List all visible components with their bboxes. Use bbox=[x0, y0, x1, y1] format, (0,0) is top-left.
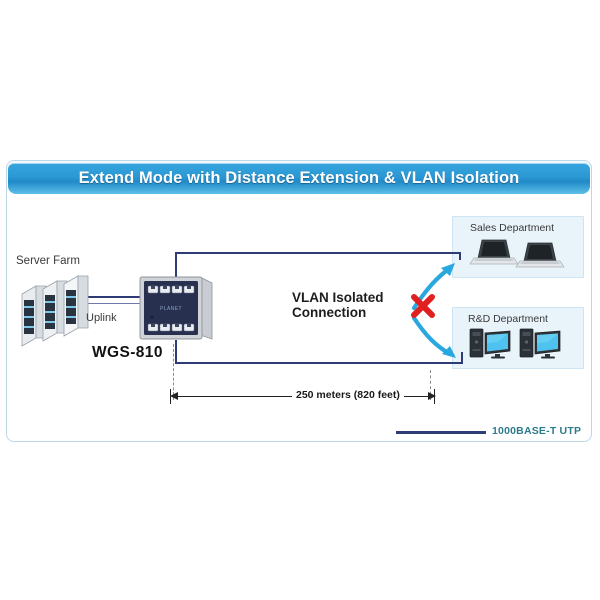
distance-arrow-left bbox=[170, 392, 178, 400]
server-farm-wire-upper bbox=[68, 296, 142, 298]
sales-department-panel bbox=[452, 216, 584, 278]
legend-line-swatch bbox=[396, 431, 486, 434]
uplink-label: Uplink bbox=[86, 312, 117, 324]
rnd-department-panel bbox=[452, 307, 584, 369]
device-model-label: WGS-810 bbox=[92, 344, 163, 361]
dimension-guide-right bbox=[430, 370, 431, 400]
title-banner-text: Extend Mode with Distance Extension & VL… bbox=[78, 169, 520, 187]
vlan-isolation-note: VLAN Isolated Connection bbox=[292, 290, 384, 320]
server-farm-label: Server Farm bbox=[16, 255, 80, 267]
downlink-wire-switch-bottom-vertical bbox=[175, 340, 177, 364]
uplink-wire-switch-top-vertical bbox=[175, 252, 177, 282]
uplink-wire-sales-drop bbox=[459, 252, 461, 260]
uplink-wire-to-sales-horizontal bbox=[175, 252, 461, 254]
title-banner: Extend Mode with Distance Extension & VL… bbox=[8, 163, 590, 194]
server-farm-wire-lower bbox=[68, 303, 142, 304]
rnd-department-label: R&D Department bbox=[468, 313, 548, 325]
distance-tick-right bbox=[434, 389, 435, 404]
downlink-wire-rnd-rise bbox=[461, 352, 463, 364]
distance-arrow-right bbox=[428, 392, 436, 400]
sales-department-label: Sales Department bbox=[470, 222, 555, 234]
distance-tick-left bbox=[170, 389, 171, 404]
distance-label: 250 meters (820 feet) bbox=[292, 389, 404, 401]
dimension-guide-left bbox=[173, 344, 174, 400]
legend-label-1000base-t: 1000BASE-T UTP bbox=[492, 425, 582, 437]
downlink-wire-to-rnd-horizontal bbox=[175, 362, 463, 364]
